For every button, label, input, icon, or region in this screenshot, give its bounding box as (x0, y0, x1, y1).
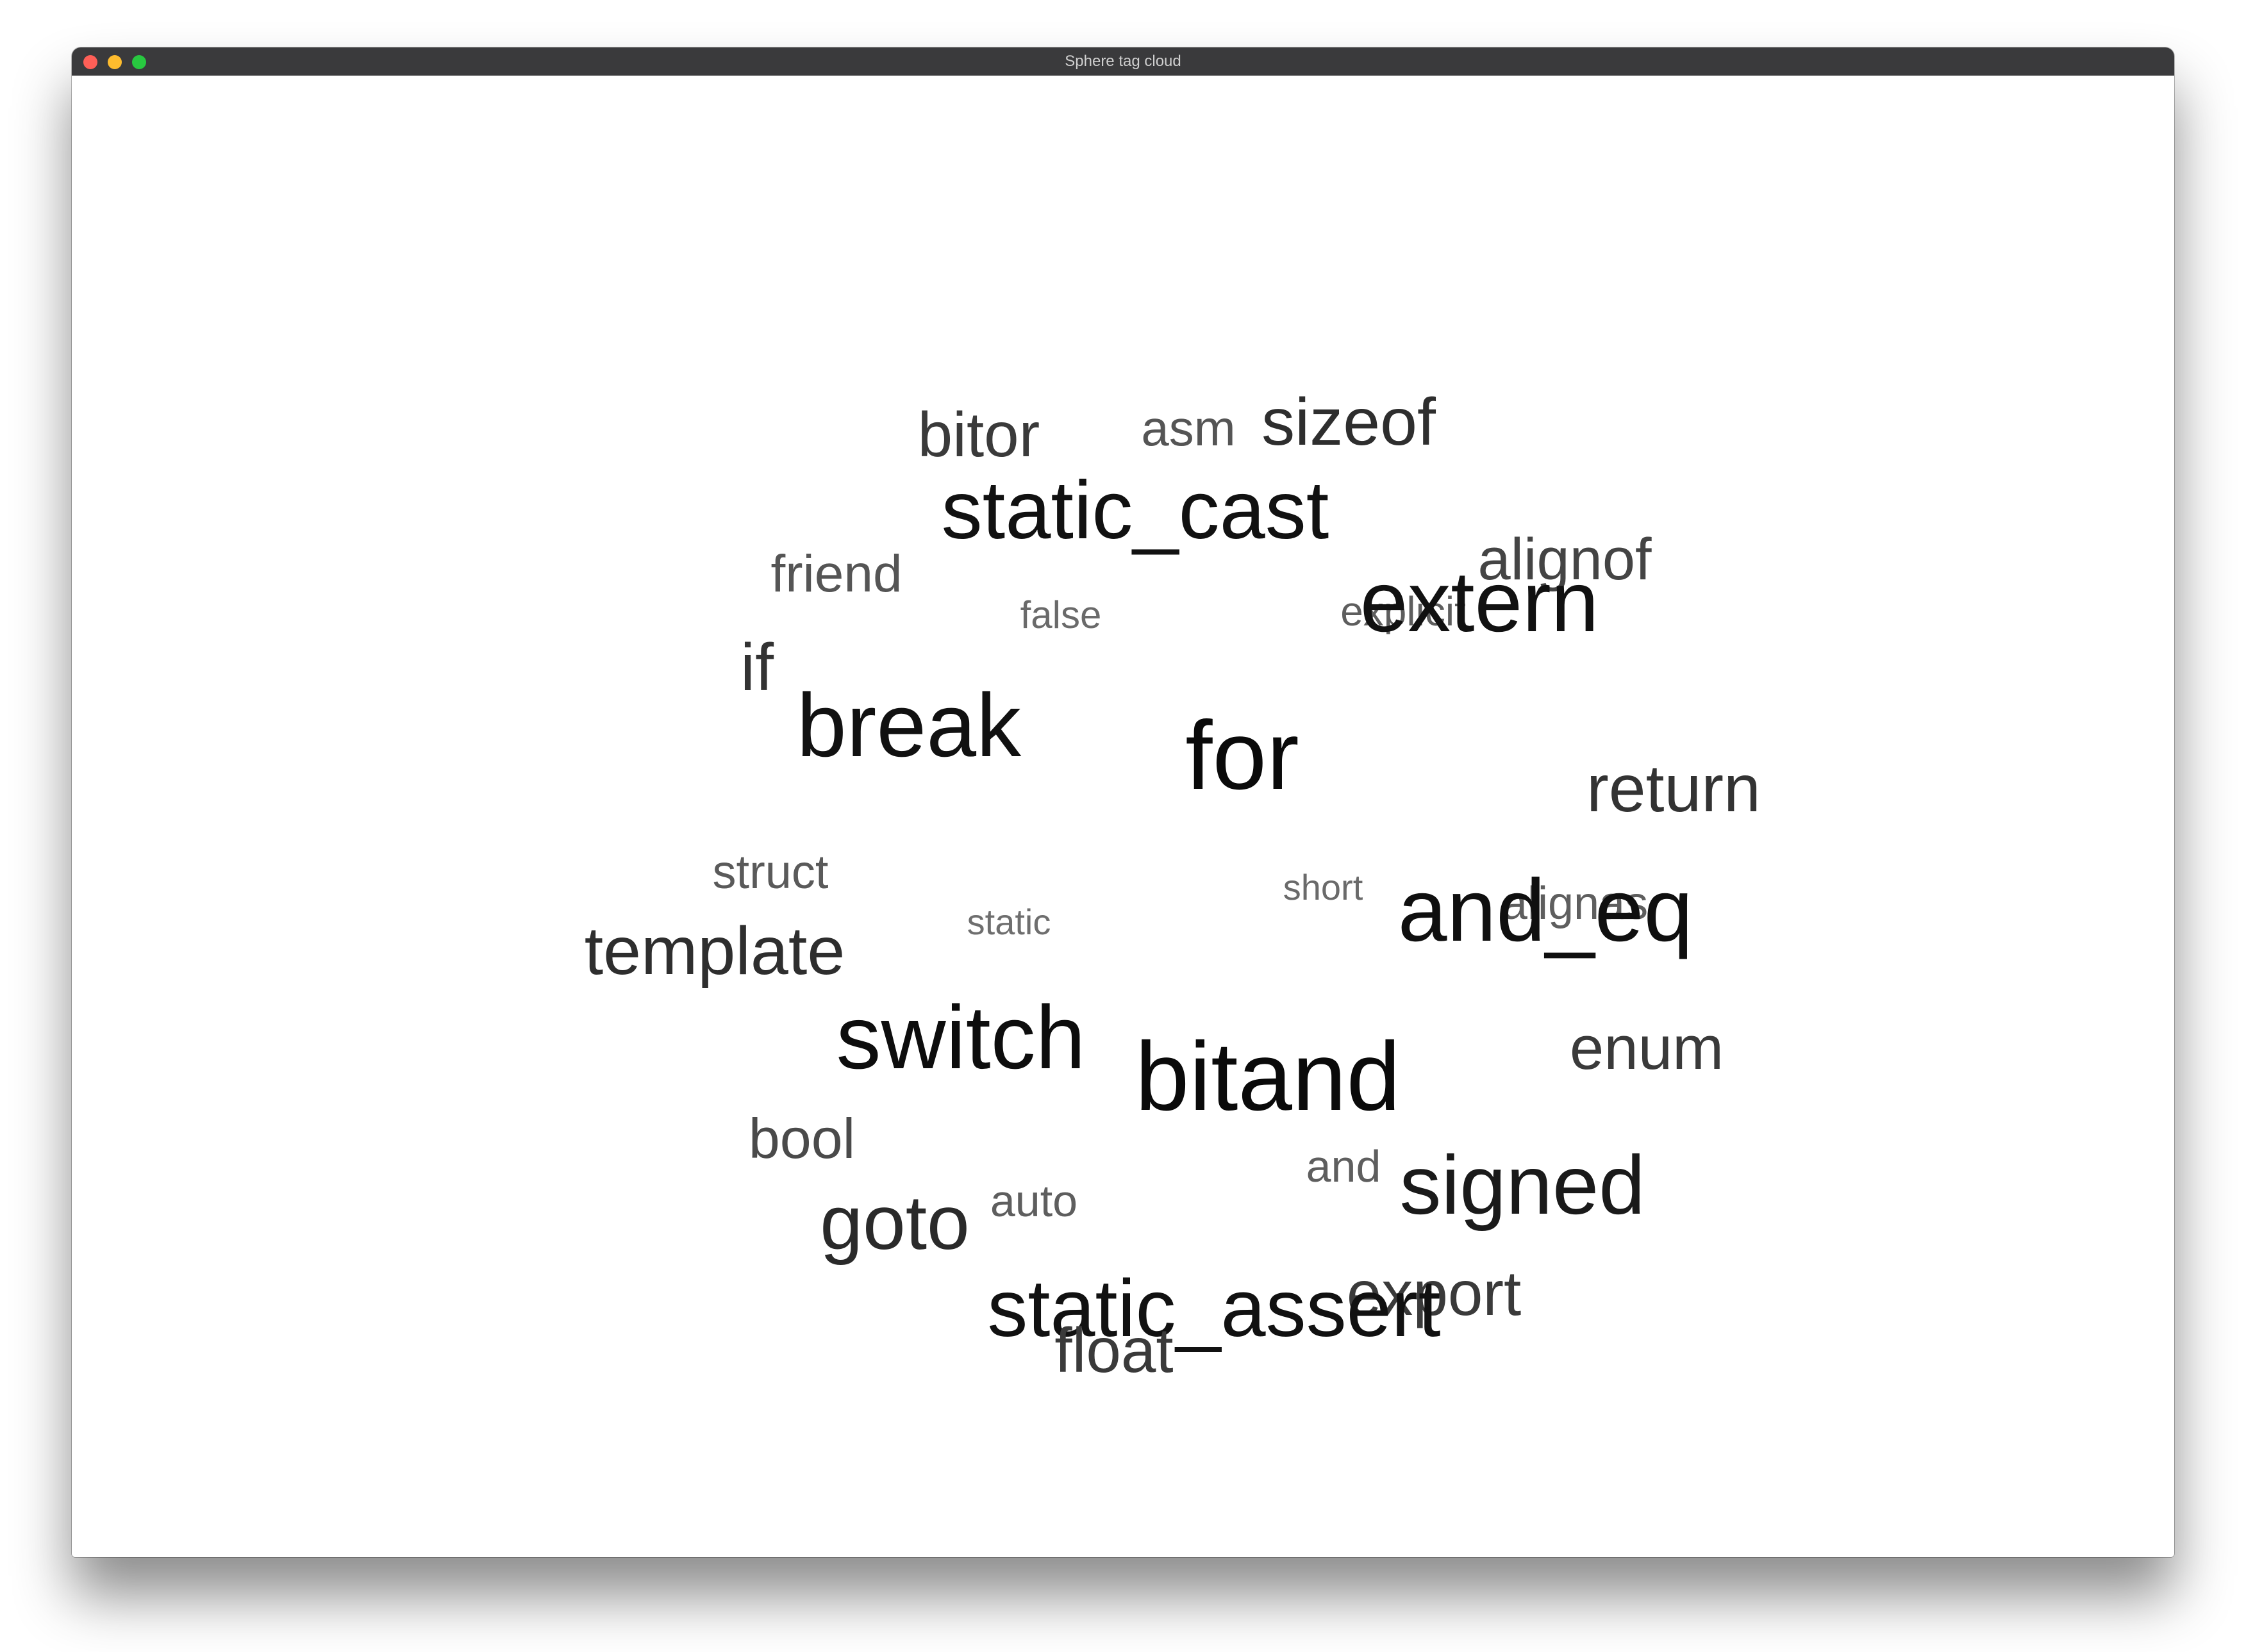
tag-bitand[interactable]: bitand (1135, 1022, 1401, 1131)
tag-cloud-area[interactable]: bitor asm sizeof static_cast alignof fri… (72, 76, 2174, 1557)
tag-static[interactable]: static (967, 902, 1051, 942)
tag-switch[interactable]: switch (836, 987, 1086, 1087)
tag-explicit[interactable]: explicit (1340, 588, 1466, 634)
tag-alignas[interactable]: alignas (1501, 878, 1649, 929)
tag-friend[interactable]: friend (770, 545, 903, 603)
tag-alignof[interactable]: alignof (1477, 527, 1652, 592)
tag-enum[interactable]: enum (1569, 1014, 1724, 1082)
window-title: Sphere tag cloud (1065, 53, 1181, 70)
title-bar[interactable]: Sphere tag cloud (72, 47, 2174, 76)
tag-auto[interactable]: auto (990, 1176, 1078, 1226)
tag-asm[interactable]: asm (1141, 400, 1236, 456)
tag-sizeof[interactable]: sizeof (1261, 385, 1436, 459)
close-button[interactable] (83, 55, 97, 69)
tag-and-eq[interactable]: and_eq (1397, 861, 1693, 960)
tag-bool[interactable]: bool (748, 1107, 856, 1170)
tag-short[interactable]: short (1283, 867, 1363, 907)
app-window: Sphere tag cloud bitor asm sizeof static… (72, 47, 2174, 1557)
tag-struct[interactable]: struct (712, 845, 829, 898)
tag-extern[interactable]: extern (1360, 554, 1599, 650)
tag-goto[interactable]: goto (820, 1180, 970, 1266)
tag-float[interactable]: float (1054, 1315, 1174, 1385)
tag-bitor[interactable]: bitor (917, 399, 1040, 470)
tag-and[interactable]: and (1306, 1141, 1381, 1191)
tag-if[interactable]: if (740, 631, 774, 705)
tag-for[interactable]: for (1185, 701, 1299, 810)
tag-static-assert[interactable]: static_assert (987, 1263, 1441, 1353)
tag-export[interactable]: export (1346, 1258, 1522, 1328)
tag-return[interactable]: return (1586, 752, 1761, 826)
tag-static-cast[interactable]: static_cast (941, 465, 1329, 556)
tag-signed[interactable]: signed (1399, 1138, 1645, 1232)
maximize-button[interactable] (132, 55, 146, 69)
minimize-button[interactable] (108, 55, 122, 69)
tag-break[interactable]: break (796, 675, 1022, 775)
tag-template[interactable]: template (584, 913, 845, 989)
tag-false[interactable]: false (1020, 593, 1102, 636)
